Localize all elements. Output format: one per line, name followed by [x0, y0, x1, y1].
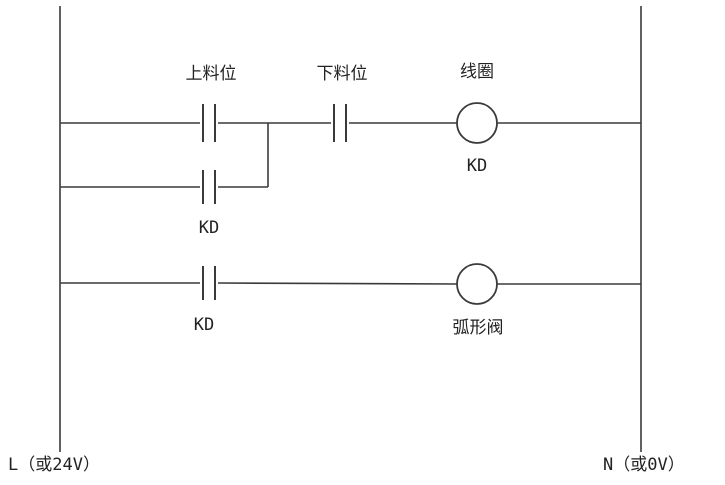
coil-top-label: 线圈 — [460, 62, 494, 82]
contact-lower-limit — [333, 104, 347, 142]
contact-upper-limit-label: 上料位 — [185, 64, 237, 84]
coil-arc-valve — [456, 263, 498, 305]
rung-1-branch — [60, 123, 269, 204]
contact-lower-limit-label: 下料位 — [316, 64, 368, 84]
contact-kd-rung-2-label: KD — [193, 315, 215, 335]
contact-kd-seal-label: KD — [198, 218, 220, 238]
rung-2 — [60, 263, 641, 305]
coil-kd-label: KD — [466, 156, 488, 176]
right-rail-label: N（或0V） — [603, 455, 685, 475]
rung-2-wire-b — [217, 282, 458, 285]
coil-arc-valve-label: 弧形阀 — [452, 318, 504, 338]
contact-kd-seal — [202, 170, 216, 204]
contact-kd-rung-2 — [202, 266, 216, 300]
left-rail-label: L（或24V） — [8, 455, 100, 475]
contact-upper-limit — [202, 104, 216, 142]
coil-kd — [456, 102, 498, 144]
rung-1 — [60, 102, 641, 144]
